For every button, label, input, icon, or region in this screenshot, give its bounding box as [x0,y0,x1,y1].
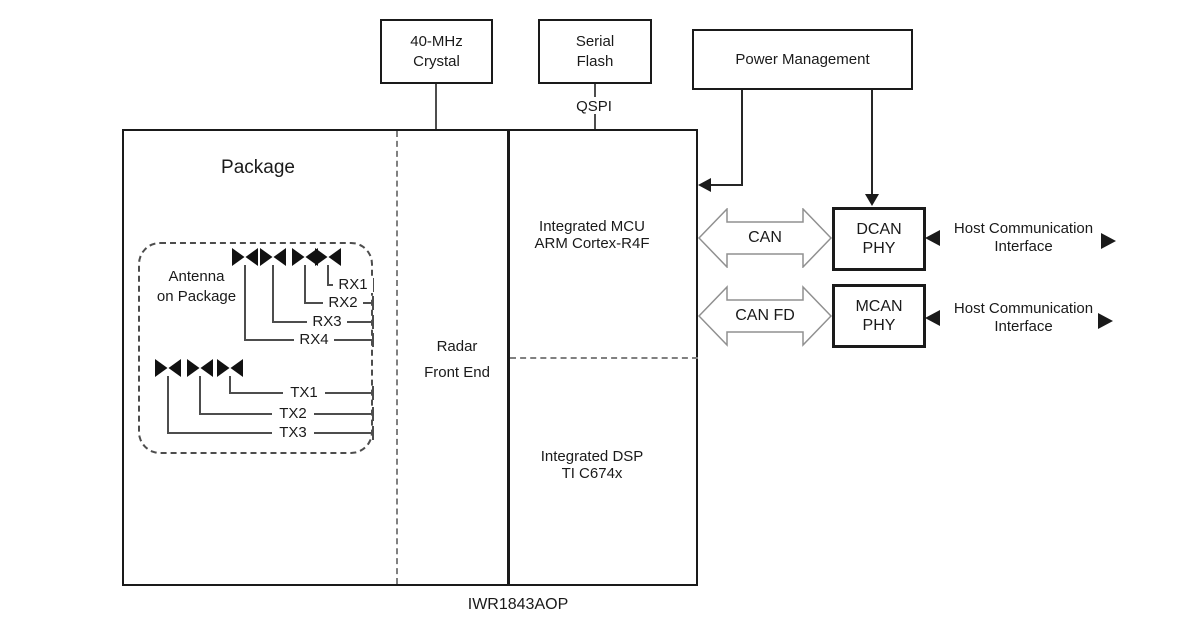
can-bus-label: CAN [748,229,782,246]
rx2-port-label: RX2 [323,295,363,311]
tx2-port-label: TX2 [272,406,314,422]
tx3-port-label: TX3 [272,425,314,441]
pm-left-connector-h [709,184,743,186]
mcu-label: Integrated MCU ARM Cortex-R4F [534,218,650,252]
arrow-left-icon [925,230,940,246]
antenna-group-box [138,242,373,454]
tx3-feed-h [167,432,374,434]
tx3-port-tick [372,426,374,440]
tx1-port-label: TX1 [283,385,325,401]
tx-antenna-icon [187,359,213,377]
rx-antenna-icon [260,248,286,266]
crystal-connector-line [435,84,437,129]
dcan-phy-label: DCAN PHY [856,221,902,257]
can-fd-bus-label: CAN FD [735,307,795,324]
rx2-port-tick [372,296,374,310]
tx-antenna-icon [155,359,181,377]
arrow-left-icon [698,178,711,192]
tx3-feed-v [167,376,169,434]
tx2-port-tick [372,407,374,421]
package-divider-solid [507,129,510,586]
radar-front-end-label: Radar Front End [424,338,490,381]
qspi-connector-line-bottom [594,114,596,129]
tx2-feed-v [199,376,201,415]
mcan-phy-label: MCAN PHY [855,298,903,334]
crystal-label: 40-MHz Crystal [410,32,463,70]
qspi-label: QSPI [567,97,621,117]
rx-antenna-icon [232,248,258,266]
mcu-dsp-divider-dashed [510,357,698,359]
arrow-down-icon [865,194,879,206]
dsp-label: Integrated DSP TI C674x [540,448,644,482]
rx4-feed-v [244,265,246,341]
pm-left-connector-v [741,90,743,185]
tx-antenna-icon [217,359,243,377]
rx1-feed-v [327,265,329,286]
antenna-group-label: Antenna on Package [156,268,237,305]
rx1-port-tick [372,278,374,292]
rx-antenna-icon [292,248,318,266]
arrow-right-icon [1101,233,1116,249]
host-interface-label: Host Communication Interface [953,220,1094,255]
crystal-box: 40-MHz Crystal [380,19,493,84]
power-management-label: Power Management [735,50,870,68]
host-interface-label: Host Communication Interface [953,300,1094,335]
dcan-phy-box: DCAN PHY [832,207,926,271]
serial-flash-box: Serial Flash [538,19,652,84]
rx3-port-tick [372,315,374,329]
arrow-right-icon [1098,313,1113,329]
rx1-port-label: RX1 [333,277,373,293]
power-management-box: Power Management [692,29,913,90]
tx1-port-tick [372,386,374,400]
package-label: Package [221,157,295,178]
chip-title: IWR1843AOP [467,596,569,613]
can-fd-bus-arrow-icon [698,285,832,347]
rx3-feed-v [272,265,274,323]
serial-flash-label: Serial Flash [575,32,615,70]
arrow-left-icon [925,310,940,326]
tx1-feed-v [229,376,231,394]
package-divider-dashed [396,131,398,584]
qspi-connector-line-top [594,84,596,99]
mcan-phy-box: MCAN PHY [832,284,926,348]
rx4-port-tick [372,333,374,347]
rx2-feed-v [304,265,306,304]
rx-antenna-icon [315,248,341,266]
rx3-port-label: RX3 [307,314,347,330]
pm-right-connector-v [871,90,873,195]
can-bus-arrow-icon [698,208,832,268]
rx4-port-label: RX4 [294,332,334,348]
